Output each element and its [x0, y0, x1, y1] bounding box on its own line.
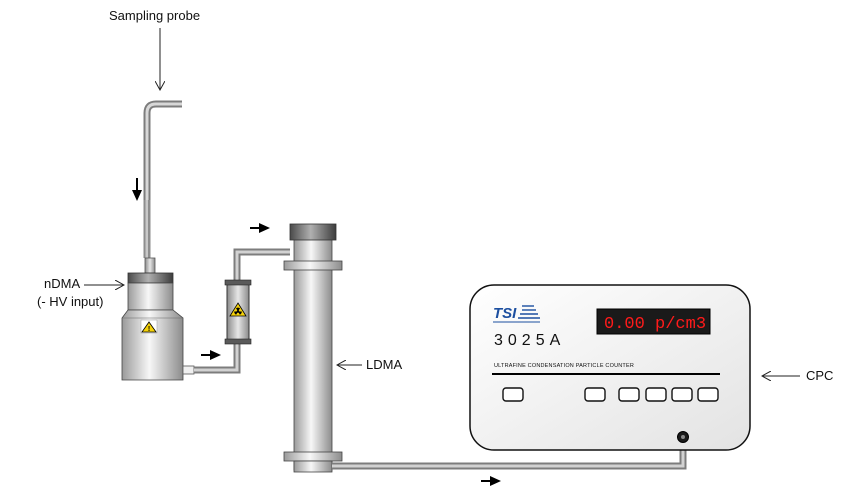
cpc-label: CPC	[806, 368, 833, 383]
cpc-button-5[interactable]	[671, 387, 693, 402]
cpc-display-value: 0.00 p/cm3	[604, 315, 706, 334]
ndma-label: nDMA	[44, 276, 80, 291]
cpc-brand: TSI	[493, 305, 517, 322]
ldma-label: LDMA	[366, 357, 402, 372]
cpc-instrument: TSI 3025A 0.00 p/cm3 ULTRAFINE CONDENSAT…	[469, 284, 751, 451]
cpc-button-1[interactable]	[502, 387, 524, 402]
radiation-icon	[229, 302, 247, 317]
neutralizer	[224, 279, 252, 345]
cpc-display	[596, 308, 711, 335]
flow-arrow-right-3	[481, 476, 501, 486]
flow-arrow-down	[132, 178, 142, 201]
cpc-button-6[interactable]	[697, 387, 719, 402]
cpc-subtitle: ULTRAFINE CONDENSATION PARTICLE COUNTER	[494, 363, 634, 369]
flow-arrow-right-2	[250, 223, 270, 233]
sampling-probe-label: Sampling probe	[109, 8, 200, 23]
flow-arrow-right-1	[201, 350, 221, 360]
cpc-button-4[interactable]	[645, 387, 667, 402]
ndma-unit: !	[121, 257, 195, 381]
cpc-model: 3025A	[494, 332, 565, 349]
ldma-column	[283, 223, 343, 473]
hv-input-label: (- HV input)	[37, 294, 103, 309]
sampling-probe-tube	[143, 100, 182, 258]
svg-text:!: !	[148, 326, 150, 333]
tsi-logo: TSI	[493, 305, 540, 323]
cpc-button-2[interactable]	[584, 387, 606, 402]
hv-warning-icon: !	[140, 319, 158, 334]
cpc-button-3[interactable]	[618, 387, 640, 402]
